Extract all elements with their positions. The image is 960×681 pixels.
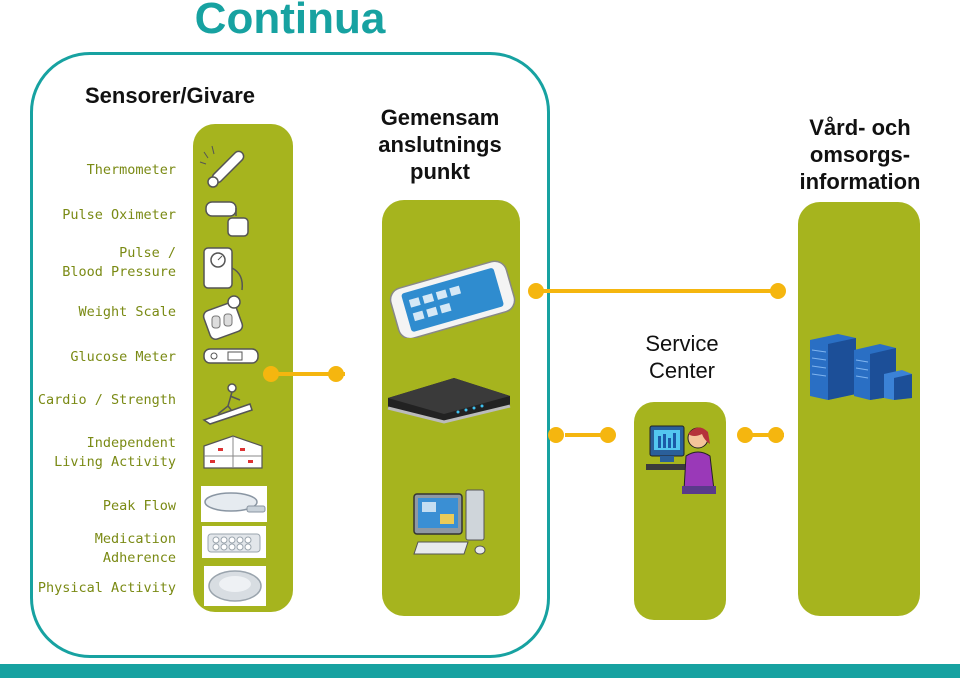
care-panel (798, 202, 920, 616)
bottom-bar (0, 664, 960, 678)
medication-icon (202, 526, 266, 558)
router-icon (387, 378, 511, 424)
connector-sensors-gateway (265, 372, 345, 376)
connector-service-care (744, 433, 784, 437)
peak-flow-icon (201, 486, 267, 522)
cardio-icon (202, 383, 253, 425)
sensor-label-physical-activity: Physical Activity (37, 580, 176, 596)
sensor-label-cardio: Cardio / Strength (37, 392, 176, 408)
activity-monitor-icon (204, 566, 266, 606)
sensor-label-weight-scale: Weight Scale (78, 304, 176, 320)
connector-gateway-care (538, 289, 778, 293)
sensor-label-pulse-oximeter: Pulse Oximeter (62, 207, 176, 223)
continua-frame (30, 52, 550, 658)
desktop-computer-icon (413, 489, 486, 555)
blood-pressure-icon (203, 247, 244, 291)
smartphone-icon (389, 260, 516, 338)
weight-scale-icon (202, 295, 244, 340)
glucose-meter-icon (203, 348, 259, 364)
connector-dot (770, 283, 786, 299)
connector-dot (263, 366, 279, 382)
care-header: Vård- och omsorgs- information (799, 115, 921, 194)
connector-dot (328, 366, 344, 382)
sensor-label-blood-pressure: Pulse /Blood Pressure (62, 245, 176, 280)
service-center-label: Service Center (645, 331, 719, 383)
connector-dot (548, 427, 564, 443)
sensors-header: Sensorer/Givare (85, 83, 255, 108)
thermometer-icon (199, 145, 245, 188)
home-activity-icon (203, 435, 263, 469)
server-icon (810, 334, 912, 400)
service-agent-icon (646, 425, 716, 494)
sensor-label-thermometer: Thermometer (86, 162, 176, 178)
pulse-oximeter-icon (205, 201, 249, 237)
connector-dot (768, 427, 784, 443)
sensor-label-peak-flow: Peak Flow (102, 498, 176, 514)
connector-dot (600, 427, 616, 443)
connector-gateway-service (565, 433, 609, 437)
gateway-header: Gemensam anslutnings punkt (378, 105, 502, 184)
sensor-label-glucose-meter: Glucose Meter (70, 349, 176, 365)
connector-dot (737, 427, 753, 443)
page-title: Continua (194, 0, 386, 43)
connector-dot (528, 283, 544, 299)
